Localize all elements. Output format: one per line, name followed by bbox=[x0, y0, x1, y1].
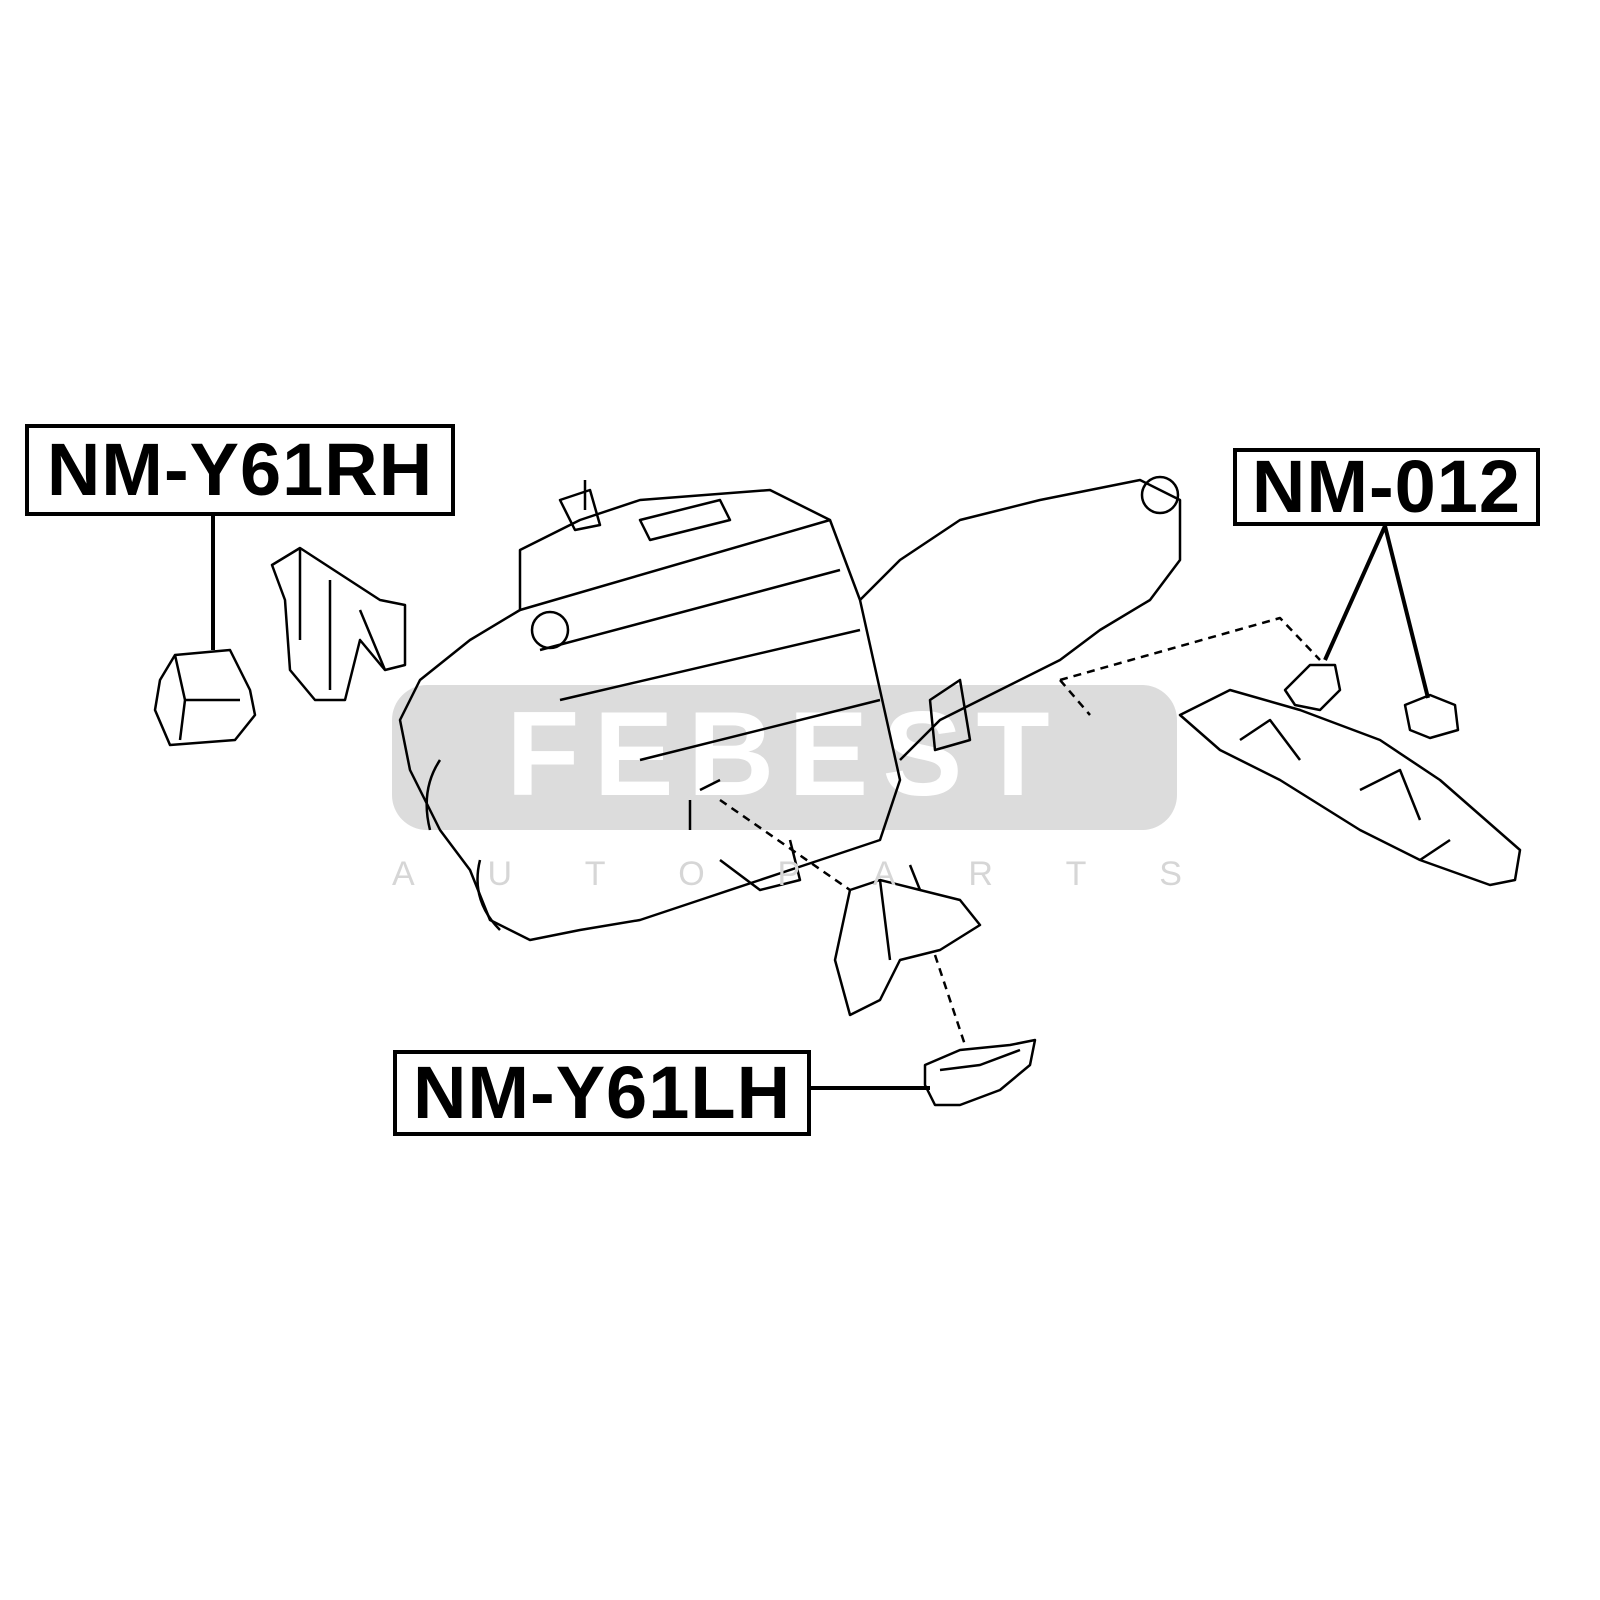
engine-drawing bbox=[153, 475, 1522, 1107]
watermark-logo: FEBEST bbox=[392, 685, 1177, 830]
tagline-letter: U bbox=[487, 855, 512, 893]
watermark-tagline: A U T O P A R T S bbox=[392, 855, 1182, 894]
tagline-letter: O bbox=[678, 855, 705, 893]
part-label-nm-012: NM-012 bbox=[1233, 448, 1540, 526]
svg-text:FEBEST: FEBEST bbox=[506, 687, 1063, 821]
tagline-letter: A bbox=[872, 855, 896, 893]
tagline-letter: P bbox=[777, 855, 801, 893]
tagline-letter: T bbox=[584, 855, 606, 893]
leader-lines bbox=[211, 516, 1430, 1090]
tagline-letter: S bbox=[1159, 855, 1182, 893]
part-label-nm-y61rh: NM-Y61RH bbox=[25, 424, 455, 516]
tagline-letter: T bbox=[1065, 855, 1087, 893]
part-label-nm-y61lh: NM-Y61LH bbox=[393, 1050, 811, 1136]
tagline-letter: R bbox=[968, 855, 993, 893]
tagline-letter: A bbox=[392, 855, 415, 893]
